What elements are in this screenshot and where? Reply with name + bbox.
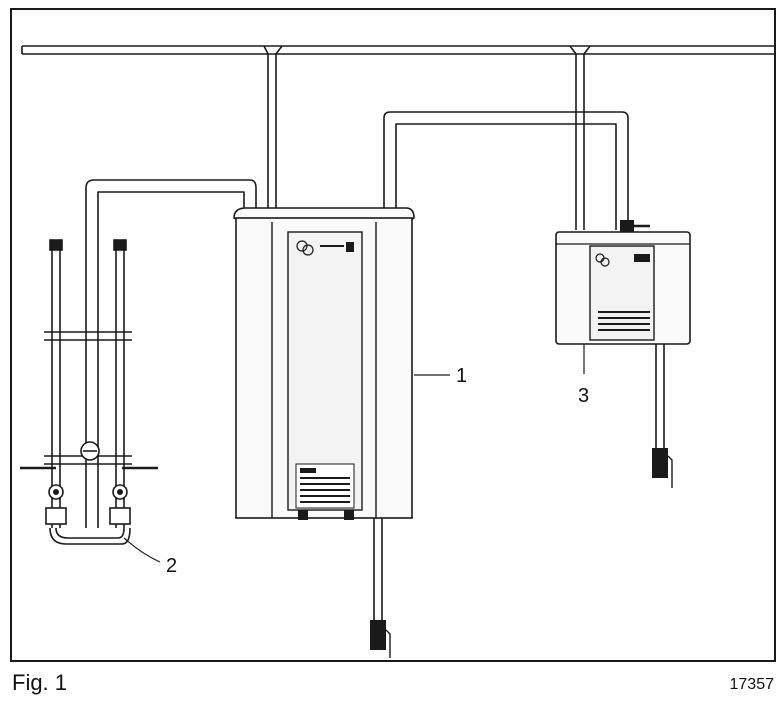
connection-pipe-valve-group: [85, 179, 257, 263]
heater-3-logo-icon: [595, 253, 650, 267]
heater-3-inlet-valve: [620, 220, 650, 232]
heater-1-rating-plate: [295, 463, 355, 509]
heater-1-outlet-pipe: [370, 518, 391, 658]
installation-diagram: 1 2 3: [10, 8, 776, 662]
callout-3: 3: [578, 385, 589, 407]
water-heater-1: [233, 207, 415, 658]
branch-pipe-device-3: [569, 45, 591, 230]
branch-pipe-device-1: [263, 45, 283, 208]
hot-water-pipe-upper: [383, 111, 629, 230]
heater-1-bottom-connectors: [298, 510, 354, 520]
water-heater-3: [555, 220, 691, 488]
heater-3-outlet-pipe: [652, 344, 673, 488]
callout-1: 1: [456, 365, 467, 387]
callout-2: 2: [166, 555, 177, 577]
heater-3-rating-plate: [598, 311, 650, 331]
heater-1-logo-icon: [296, 240, 354, 256]
figure-caption: Fig. 1: [12, 670, 68, 695]
figure-reference-number: 17357: [729, 676, 775, 693]
valve-group-2: [20, 239, 158, 545]
leader-line-2: [123, 537, 161, 563]
figure-frame: 1 2 3: [10, 8, 776, 662]
main-supply-pipe: [21, 45, 774, 55]
